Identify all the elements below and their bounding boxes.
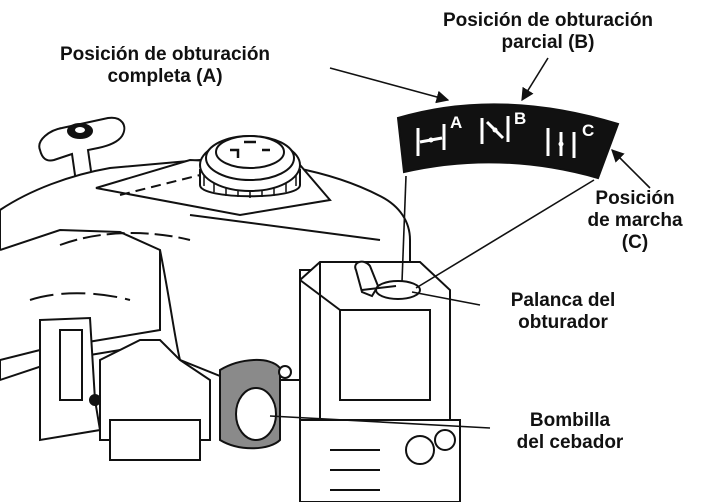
plate-letter-c: C xyxy=(582,121,594,140)
leader-plate-to-lever-2 xyxy=(415,179,595,289)
carburetor-housing xyxy=(299,261,461,502)
leader-run xyxy=(611,149,651,189)
choke-position-plate: A B C xyxy=(396,103,620,180)
leader-primer xyxy=(269,415,491,429)
label-primer-bulb: Bombilla del cebador xyxy=(516,410,624,453)
choke-run-symbol xyxy=(546,128,576,158)
choke-lever xyxy=(354,260,421,300)
fuel-cap xyxy=(199,135,301,198)
engine-frame xyxy=(39,316,211,461)
leader-lever xyxy=(411,291,481,306)
plate-letter-b: B xyxy=(514,109,526,128)
choke-partial-symbol xyxy=(480,116,510,144)
leader-lines xyxy=(269,57,651,429)
leader-full-choke xyxy=(329,67,450,104)
plate-letter-a: A xyxy=(450,113,462,132)
label-run-position: Posición de marcha (C) xyxy=(587,188,683,253)
starter-handle xyxy=(38,116,126,184)
choke-full-symbol xyxy=(416,124,446,156)
label-partial-choke-position: Posición de obturación parcial (B) xyxy=(442,10,654,53)
leader-plate-to-lever-1 xyxy=(401,175,407,283)
label-full-choke-position: Posición de obturación completa (A) xyxy=(59,44,271,87)
primer-bulb xyxy=(219,358,292,450)
label-choke-lever: Palanca del obturador xyxy=(510,290,616,333)
leader-partial-choke xyxy=(521,57,549,102)
